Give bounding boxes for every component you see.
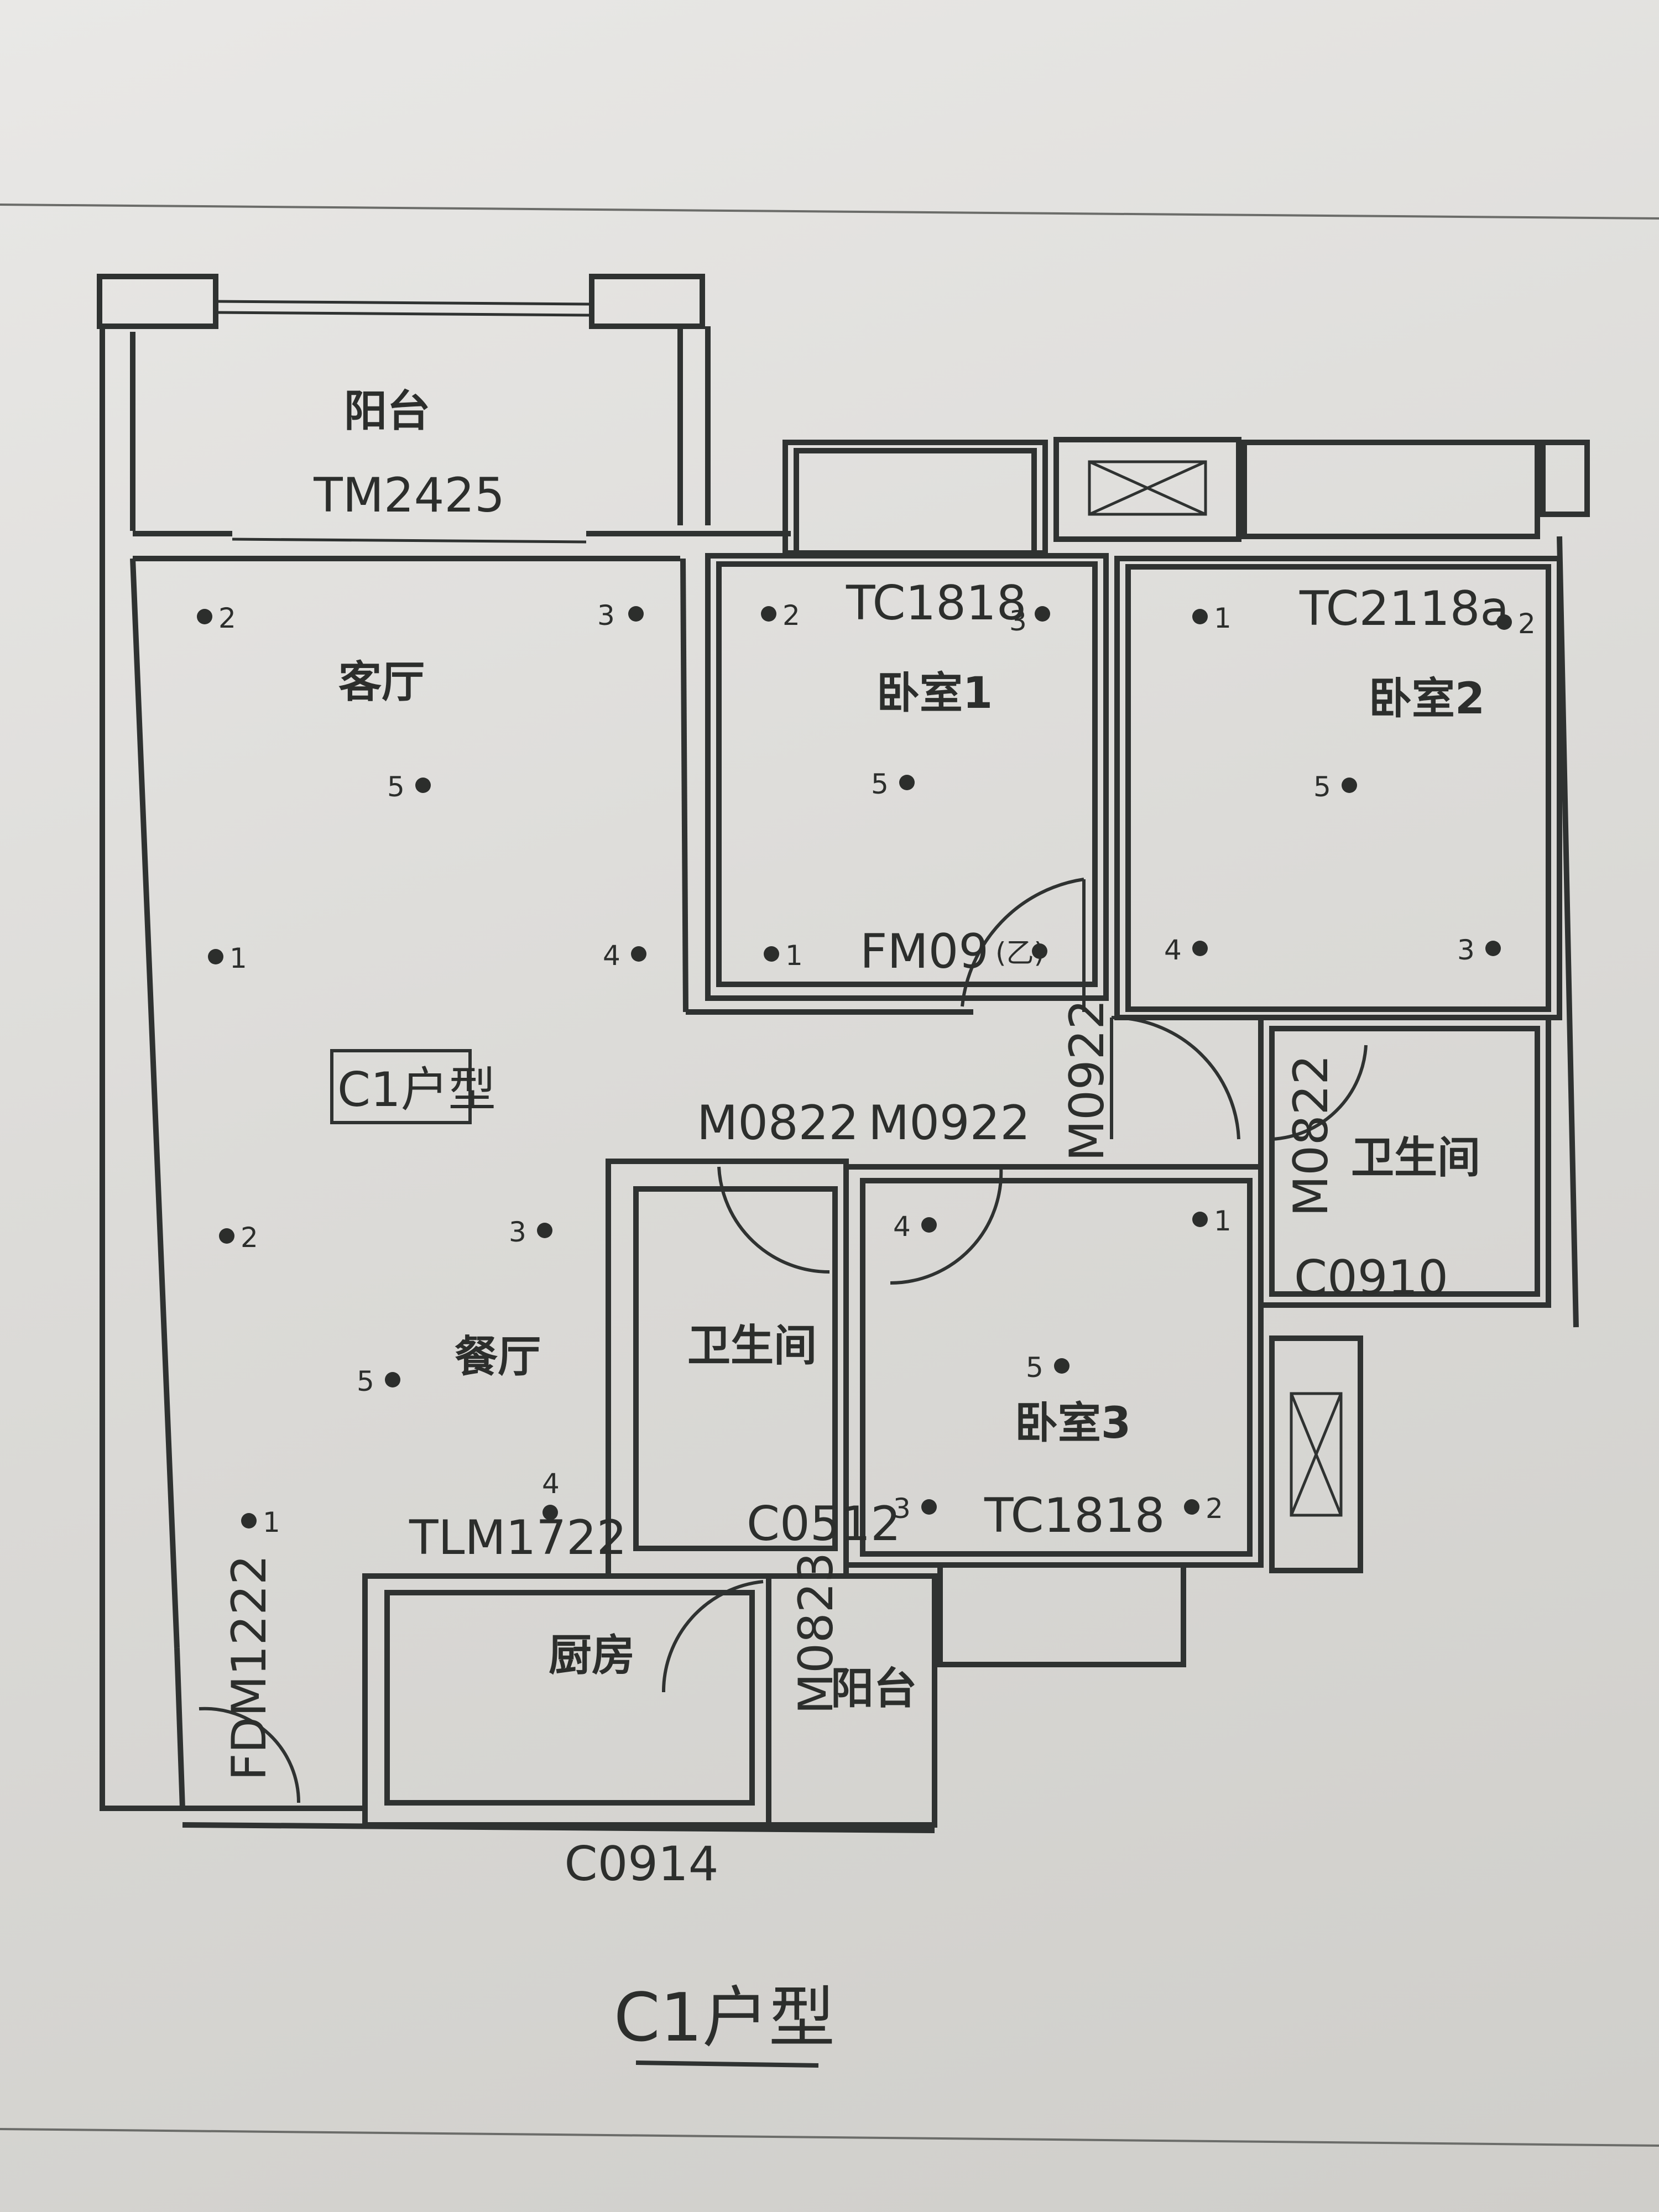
door-swings (199, 878, 1368, 1803)
room-label-bedroom2: 卧室2 (1369, 674, 1485, 724)
point-label: 2 (1518, 608, 1536, 640)
point-label: 5 (387, 771, 405, 803)
code-m0823: M0823 (789, 1552, 844, 1714)
point-label: 2 (1206, 1493, 1223, 1525)
shaft-top (1053, 437, 1590, 542)
room-label-balcony-top: 阳台 (344, 387, 430, 436)
code-fdm1222: FDM1222 (222, 1554, 277, 1781)
plan-title: C1户型 (614, 1980, 835, 2057)
room-label-balcony-small: 阳台 (831, 1664, 917, 1714)
room-label-kitchen: 厨房 (549, 1631, 635, 1681)
code-m0922-vertical: M0922 (1060, 999, 1115, 1161)
room-label-dining: 餐厅 (455, 1332, 541, 1382)
point-label: 3 (509, 1216, 526, 1248)
living-dining-walls (100, 531, 973, 1811)
code-m0922: M0922 (868, 1095, 1030, 1151)
room-label-bath-right: 卫生间 (1351, 1133, 1480, 1183)
bedroom1-walls (705, 440, 1109, 1001)
code-tc1818-bottom: TC1818 (984, 1488, 1165, 1543)
point-label: 5 (1026, 1352, 1044, 1384)
code-tm2425: TM2425 (313, 468, 505, 523)
code-tc2118a: TC2118a (1299, 581, 1509, 637)
bedroom3-walls (843, 1164, 1264, 1667)
paper-border-top (0, 204, 1659, 220)
code-tc1818-top-sub: 3 (1009, 605, 1027, 637)
point-label: 4 (603, 940, 620, 972)
room-label-bedroom3: 卧室3 (1015, 1399, 1131, 1448)
point-label: 3 (1457, 934, 1475, 966)
room-label-living: 客厅 (338, 658, 425, 707)
point-label: 1 (785, 940, 803, 972)
point-label: 4 (893, 1211, 911, 1243)
point-label: 3 (893, 1493, 911, 1525)
code-tc1818-top: TC1818 (846, 576, 1026, 631)
point-label: 2 (241, 1222, 258, 1254)
unit-label-box (330, 1049, 472, 1124)
code-m0822: M0822 (697, 1095, 859, 1151)
unit-label: C1户型 (337, 1062, 496, 1118)
room-label-bedroom1: 卧室1 (877, 669, 993, 718)
point-label: 5 (1313, 771, 1331, 803)
kitchen-walls (182, 1573, 937, 1833)
bath-right-walls (1258, 1015, 1551, 1573)
code-c0914: C0914 (565, 1837, 719, 1892)
point-label: 5 (871, 768, 889, 800)
point-label: 4 (1164, 934, 1182, 966)
code-c0512: C0512 (747, 1496, 901, 1552)
paper-border-bottom (0, 2128, 1659, 2147)
point-label: 4 (542, 1468, 560, 1500)
bedroom2-walls (1114, 536, 1579, 1328)
point-label: 1 (1214, 602, 1232, 634)
point-label: 1 (263, 1506, 280, 1538)
balcony-top-walls (97, 274, 711, 1770)
room-label-bath-center: 卫生间 (687, 1321, 817, 1371)
title-underline (635, 2060, 819, 2068)
point-label: 1 (1214, 1205, 1232, 1237)
measurement-points: 2 3 5 1 4 2 5 1 1 2 5 4 3 2 3 5 1 4 4 1 … (197, 599, 1536, 1538)
point-label: 1 (229, 942, 247, 974)
code-fm09: FM09 (860, 924, 989, 979)
code-c0910: C0910 (1294, 1250, 1448, 1306)
point-label: 2 (218, 602, 236, 634)
point-label: 3 (597, 599, 615, 632)
point-label: 5 (357, 1365, 374, 1397)
code-m0822-right: M0822 (1284, 1055, 1339, 1217)
point-label: 2 (782, 599, 800, 632)
code-tlm1722: TLM1722 (409, 1510, 627, 1566)
